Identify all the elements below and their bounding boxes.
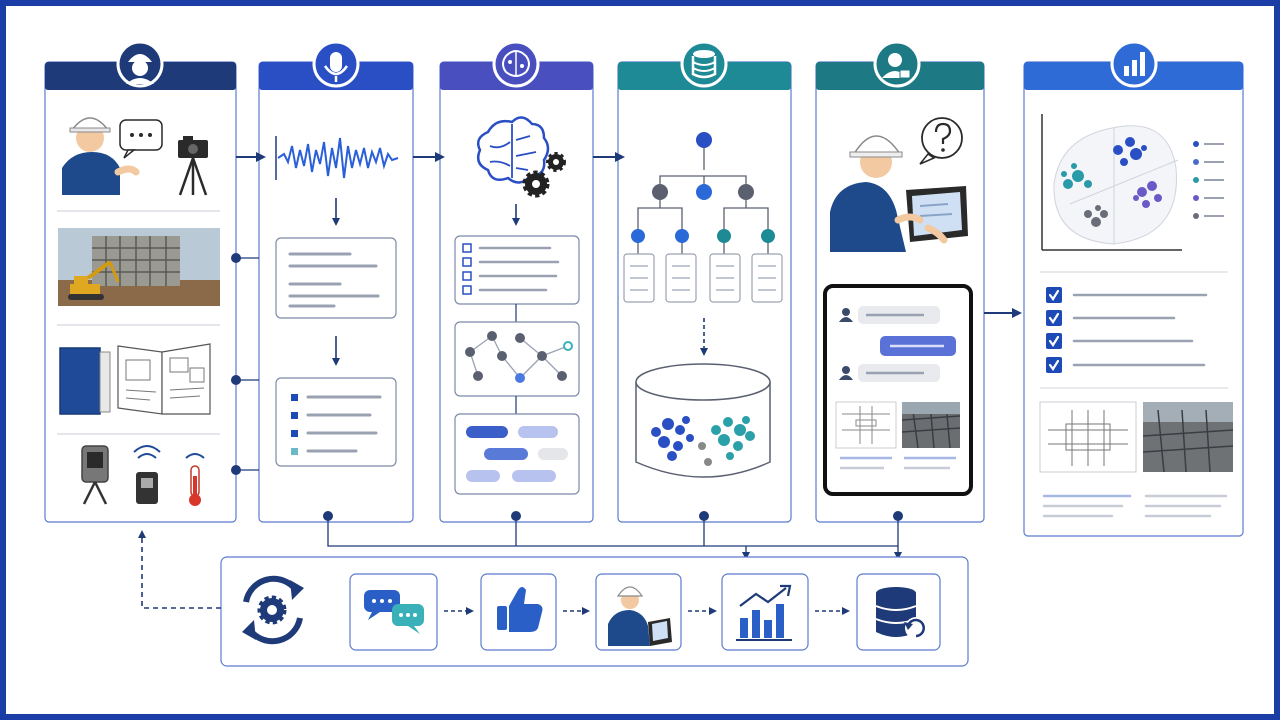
- bar-chart-icon: [1110, 40, 1158, 88]
- report-site-photo-thumbnail: [1142, 402, 1234, 473]
- sensors-and-devices: [81, 445, 205, 506]
- user-avatar-icon: [839, 366, 853, 380]
- site-photo-thumbnail: [901, 402, 961, 449]
- checklist-card: [454, 235, 580, 305]
- structured-notes-card: [275, 377, 397, 467]
- step-feedback-chat: [349, 573, 438, 651]
- brain-gears-illustration: [477, 116, 566, 198]
- column-ai-processing: [439, 40, 594, 523]
- gear-small-icon: [546, 152, 566, 172]
- flow-arrows: [231, 152, 1022, 475]
- column-capture: [44, 40, 237, 523]
- cluster-plot: [1041, 114, 1182, 251]
- manuals-and-drawings: [59, 343, 211, 415]
- vector-database-cylinder: [635, 363, 771, 478]
- taxonomy-tree: [623, 132, 783, 303]
- transcript-card: [275, 237, 397, 319]
- excavator-icon: [68, 260, 120, 300]
- worker-speaking-illustration: [62, 117, 208, 196]
- tablet-icon: [906, 186, 968, 242]
- column-knowledge-base: [617, 40, 792, 523]
- microphone-icon: [312, 40, 360, 88]
- step-knowledge-update: [856, 573, 941, 651]
- tags-card: [454, 413, 580, 495]
- gear-icon: [522, 170, 550, 198]
- growth-chart-icon: [736, 584, 792, 641]
- technical-drawings-icon: [117, 343, 211, 415]
- refresh-gear-icon: [242, 575, 304, 645]
- worker-helmet-icon: [116, 40, 164, 88]
- total-station-icon: [81, 445, 109, 505]
- tripod-camera-icon: [178, 136, 208, 196]
- step-field-review: [595, 573, 682, 651]
- feedback-bus: [323, 511, 903, 560]
- user-avatar-icon: [839, 308, 853, 322]
- thumbs-up-icon: [497, 587, 543, 632]
- feedback-loop-panel: [138, 530, 969, 667]
- step-validation: [480, 573, 557, 651]
- chat-tablet: [823, 284, 973, 496]
- construction-site-photo: [58, 228, 220, 306]
- audio-waveform-icon: [275, 136, 399, 180]
- engineer-with-tablet-illustration: [830, 117, 968, 252]
- speech-bubble-icon: [119, 119, 163, 159]
- column-insights: [1023, 40, 1244, 537]
- knowledge-graph-card: [454, 321, 580, 397]
- worker-tablet-icon: [608, 586, 672, 646]
- database-refresh-icon: [875, 587, 927, 639]
- engineer-chat-icon: [873, 40, 921, 88]
- column-speech: [258, 40, 414, 523]
- step-analytics: [721, 573, 809, 651]
- question-bubble-icon: [919, 117, 963, 165]
- manual-book-icon: [59, 347, 111, 415]
- wireless-sensor-icon: [133, 445, 161, 504]
- report-drawing-thumbnail: [1039, 401, 1137, 473]
- thermometer-icon: [185, 453, 205, 506]
- chat-bubbles-icon: [364, 590, 424, 634]
- column-field-query: [815, 40, 985, 523]
- brain-icon: [492, 40, 540, 88]
- action-checklist: [1046, 287, 1208, 373]
- cluster-legend: [1193, 141, 1224, 219]
- database-icon: [680, 40, 728, 88]
- drawing-thumbnail: [835, 401, 897, 449]
